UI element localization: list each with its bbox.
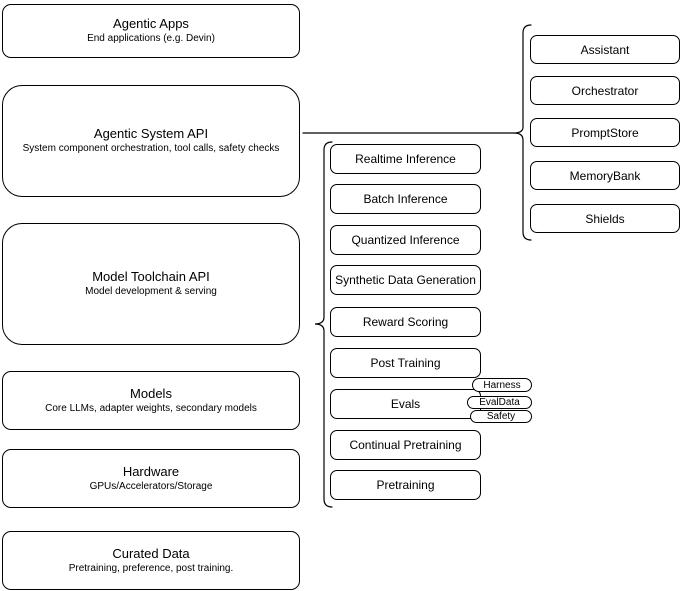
box-hardware: Hardware GPUs/Accelerators/Storage — [2, 449, 300, 508]
tag-evaldata: EvalData — [467, 396, 532, 409]
node-subtitle: Pretraining, preference, post training. — [68, 562, 234, 574]
node-batch-inference: Batch Inference — [330, 184, 481, 214]
box-curated-data: Curated Data Pretraining, preference, po… — [2, 531, 300, 590]
node-subtitle: End applications (e.g. Devin) — [87, 33, 215, 44]
box-agentic-system-api: Agentic System API System component orch… — [2, 85, 300, 197]
node-continual-pretraining: Continual Pretraining — [330, 430, 481, 460]
brace-agentic-components — [513, 24, 532, 241]
tag-safety: Safety — [470, 410, 532, 423]
box-agentic-apps: Agentic Apps End applications (e.g. Devi… — [2, 4, 300, 58]
node-subtitle: Model development & serving — [85, 286, 217, 297]
node-memorybank: MemoryBank — [530, 161, 680, 190]
node-post-training: Post Training — [330, 348, 481, 378]
node-title: Curated Data — [112, 545, 190, 561]
node-synthetic-data-generation: Synthetic Data Generation — [330, 265, 481, 295]
box-model-toolchain-api: Model Toolchain API Model development & … — [2, 223, 300, 345]
node-realtime-inference: Realtime Inference — [330, 144, 481, 174]
node-title: Models — [130, 385, 172, 401]
node-title: Hardware — [122, 463, 180, 479]
node-evals: Evals — [330, 389, 481, 419]
node-assistant: Assistant — [530, 35, 680, 64]
node-reward-scoring: Reward Scoring — [330, 307, 481, 337]
node-title: Agentic System API — [93, 126, 209, 141]
node-pretraining: Pretraining — [330, 470, 481, 500]
box-models: Models Core LLMs, adapter weights, secon… — [2, 371, 300, 430]
node-title: Agentic Apps — [113, 16, 189, 31]
node-title: Model Toolchain API — [92, 269, 210, 284]
node-quantized-inference: Quantized Inference — [330, 225, 481, 255]
tag-harness: Harness — [472, 378, 532, 392]
node-shields: Shields — [530, 204, 680, 233]
node-subtitle: System component orchestration, tool cal… — [22, 143, 280, 154]
node-promptstore: PromptStore — [530, 118, 680, 147]
node-subtitle: GPUs/Accelerators/Storage — [89, 480, 213, 492]
node-orchestrator: Orchestrator — [530, 76, 680, 105]
node-subtitle: Core LLMs, adapter weights, secondary mo… — [45, 402, 257, 414]
